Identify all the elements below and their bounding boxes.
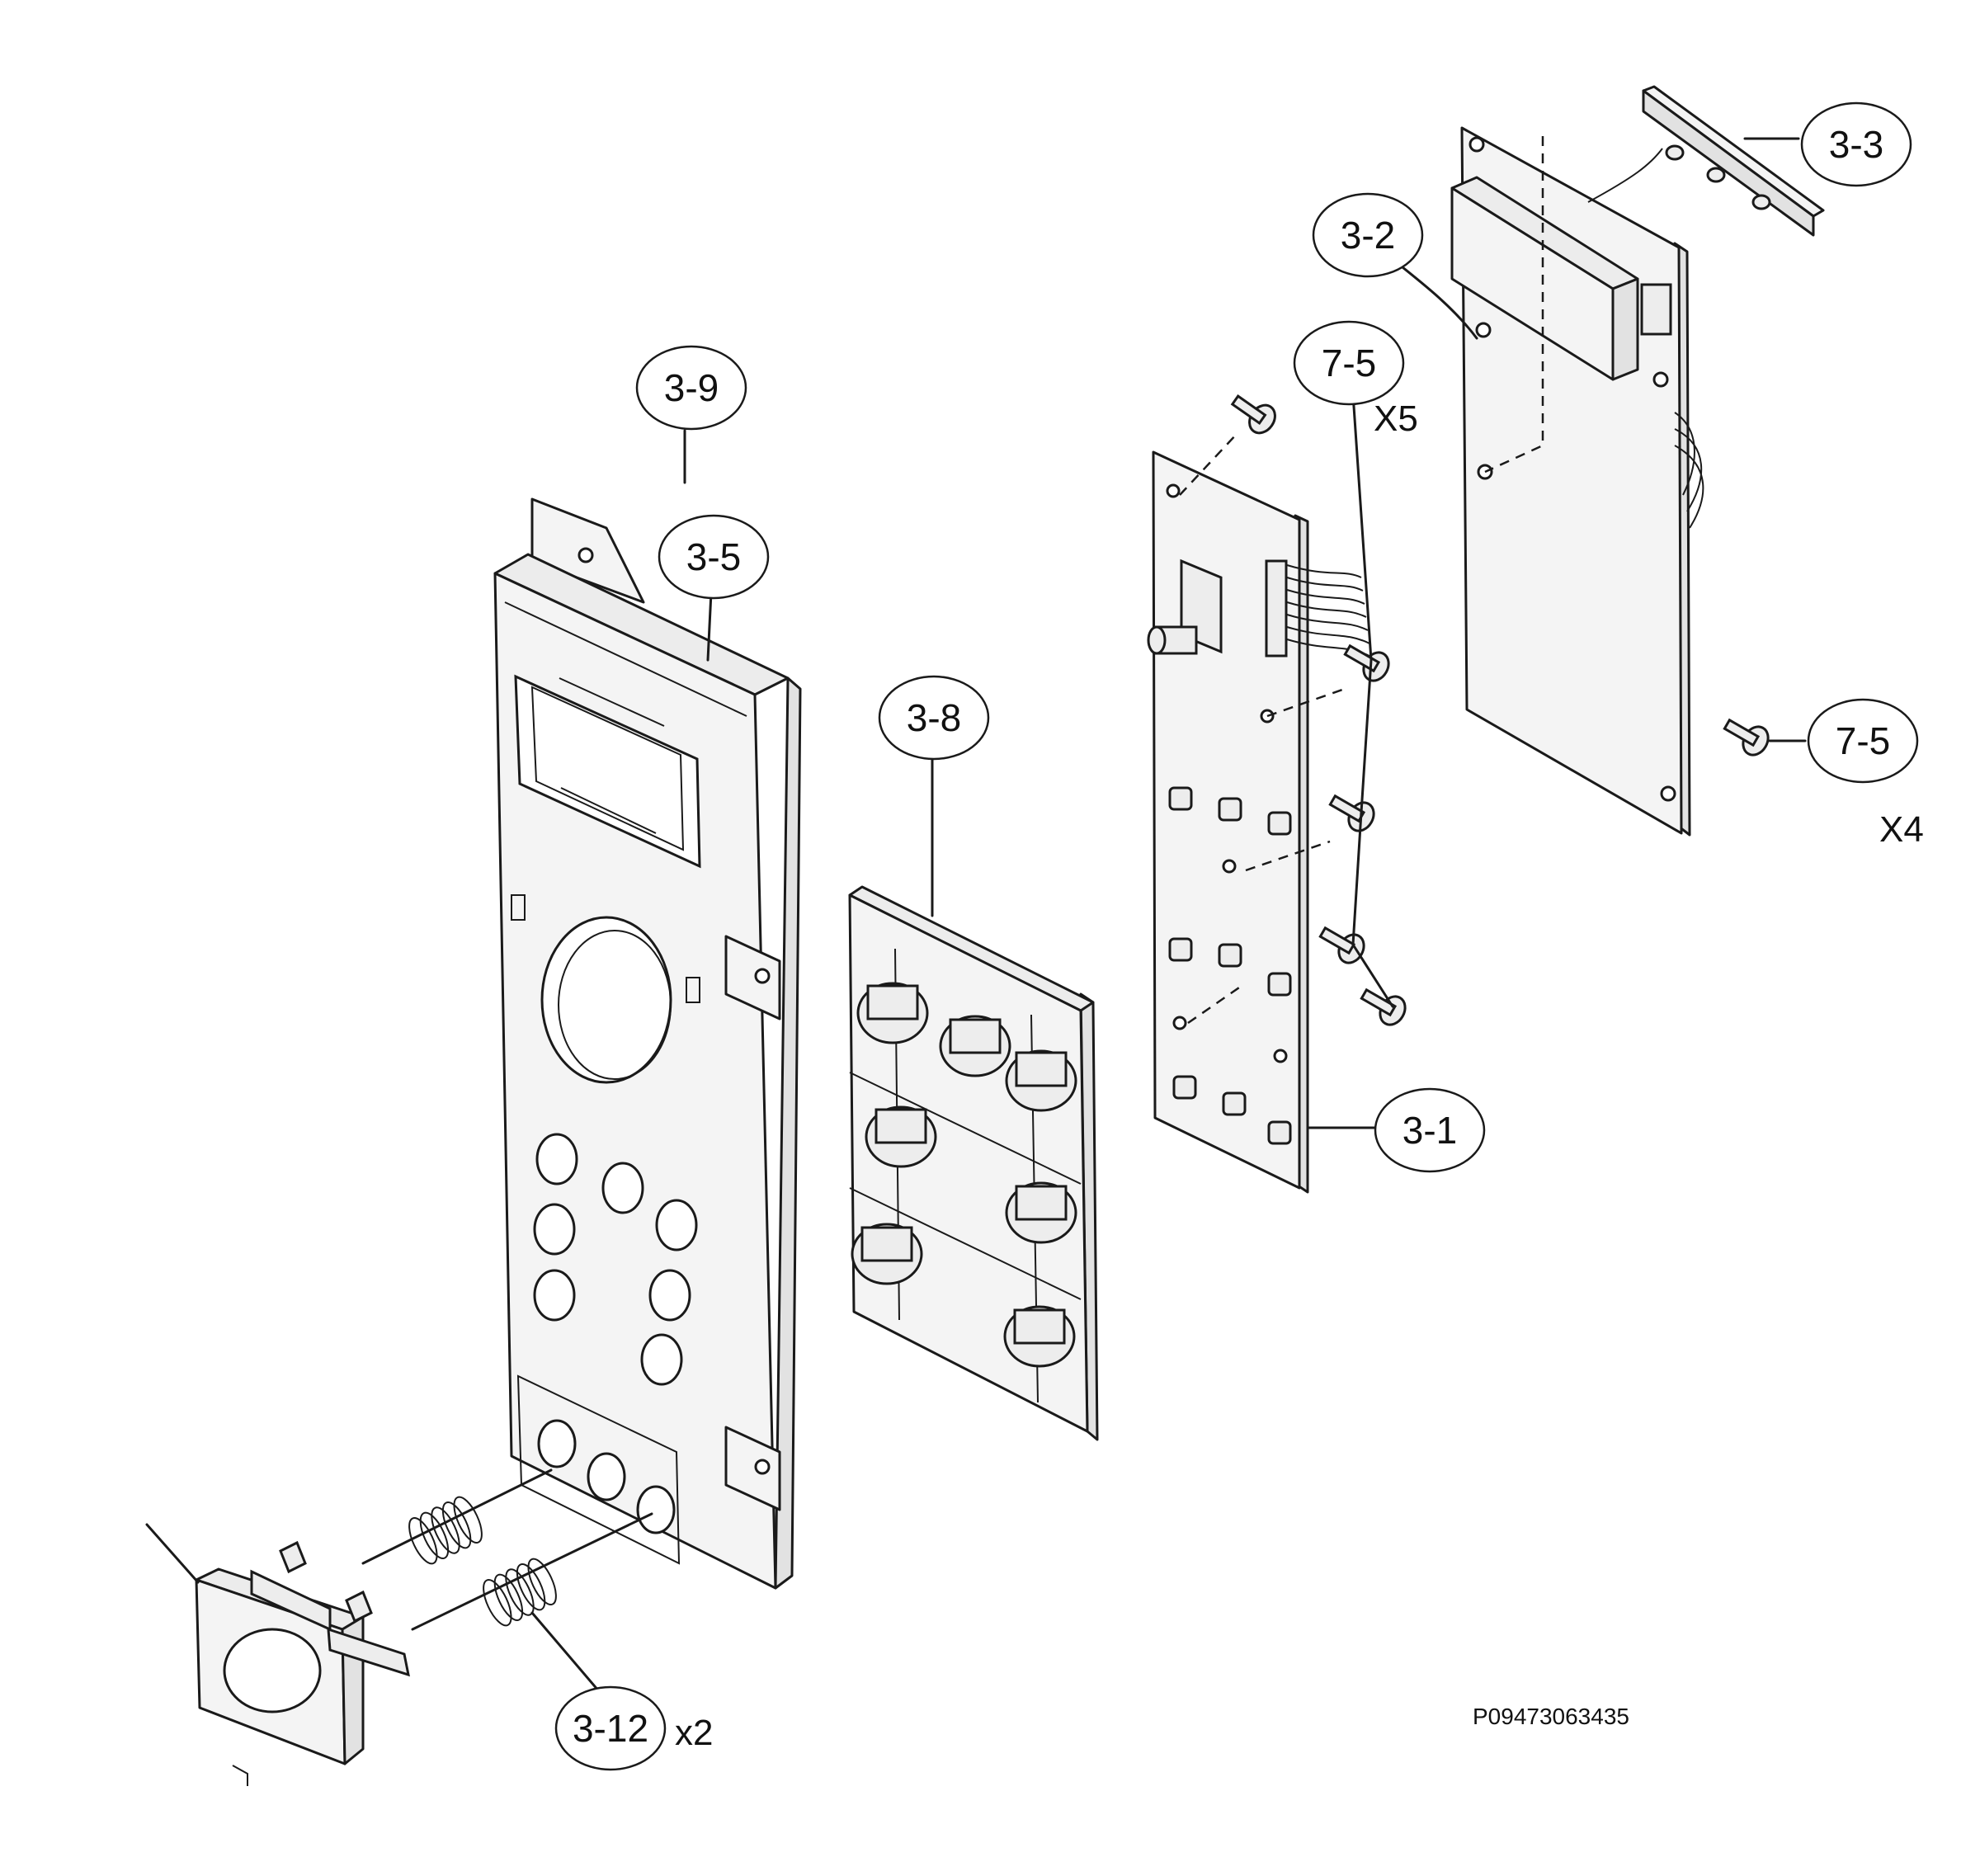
callout-3-5-text: 3-5 [686, 535, 741, 578]
callout-3-2-text: 3-2 [1341, 214, 1395, 257]
callout-3-2: 3-2 [1312, 192, 1424, 278]
screw-parts [1230, 394, 1770, 1026]
spring-parts [408, 1496, 557, 1627]
callout-7-5-right-text: 7-5 [1836, 719, 1890, 762]
control-pcb-part [1147, 432, 1372, 1194]
front-housing-part [493, 497, 802, 1590]
callout-3-12: 3-12 [554, 1685, 667, 1771]
callout-3-1: 3-1 [1374, 1087, 1486, 1173]
quantity-x2: x2 [675, 1713, 713, 1753]
tact-switches [1168, 786, 1292, 1145]
callout-3-9-text: 3-9 [664, 366, 719, 409]
callout-7-5-top: 7-5 [1293, 320, 1405, 406]
quantity-x5: X5 [1374, 398, 1418, 439]
button-membrane-part [848, 885, 1099, 1441]
display-pcb-part [1450, 85, 1825, 837]
callout-3-1-text: 3-1 [1402, 1109, 1457, 1152]
quantity-x4: X4 [1879, 809, 1924, 850]
callout-3-5: 3-5 [658, 514, 770, 600]
membrane-keys [851, 982, 1077, 1368]
callout-7-5-top-text: 7-5 [1322, 342, 1376, 384]
callout-3-3: 3-3 [1800, 101, 1912, 187]
callout-3-8-text: 3-8 [907, 696, 961, 739]
callout-3-12-text: 3-12 [573, 1707, 648, 1750]
push-button-block-part [195, 1540, 410, 1786]
callout-3-8: 3-8 [878, 675, 990, 761]
callout-3-3-text: 3-3 [1829, 123, 1883, 166]
drawing-code: P09473063435 [1473, 1704, 1629, 1729]
callout-3-9: 3-9 [635, 345, 747, 431]
callout-7-5-right: 7-5 [1807, 698, 1919, 784]
